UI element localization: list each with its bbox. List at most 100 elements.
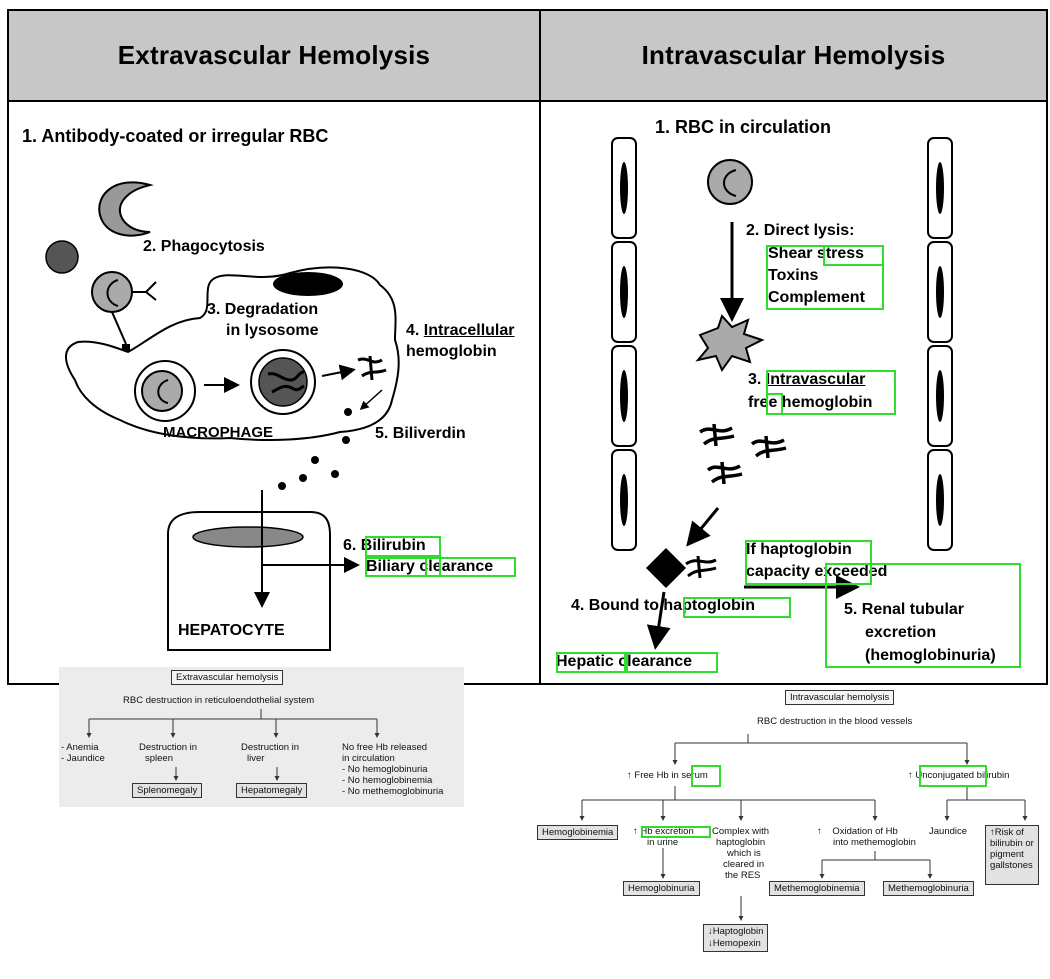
intra-flow-complex-3: which is (727, 848, 761, 859)
intra-flow-hapto-hemopexin: ↓Haptoglobin ↓Hemopexin (703, 924, 769, 952)
dark-particle-icon (45, 240, 79, 274)
extra-step5: 5. Biliverdin (375, 425, 466, 442)
intra-flow-risk-1: ↑Risk of (990, 827, 1024, 838)
intra-flow-oxidation-1: ↑ Oxidation of Hb (817, 826, 898, 837)
intra-flow-complex-5: the RES (725, 870, 761, 881)
extra-step3-line2: in lysosome (226, 322, 319, 339)
extra-flow-spleen-line1: Destruction in (139, 742, 198, 753)
intra-flow-methemoglobinemia: Methemoglobinemia (769, 881, 865, 896)
intra-flow-lines (579, 734, 1028, 921)
extra-step6-line1: 6. Bilirubin (343, 537, 426, 554)
intra-step1: 1. RBC in circulation (655, 117, 832, 137)
hepatocyte-label: HEPATOCYTE (178, 622, 285, 639)
extra-step6-line2: Biliary clearance (366, 558, 494, 575)
macrophage-label: MACROPHAGE (163, 424, 274, 441)
hemoglobin-icon (357, 355, 387, 381)
extravascular-flowchart: Extravascular hemolysis RBC destruction … (59, 667, 464, 807)
extra-flow-no-hemoglobinemia: - No hemoglobinemia (342, 775, 433, 786)
vessel-wall-left (611, 137, 637, 551)
extra-flow-liver-line2: liver (247, 753, 265, 764)
intra-step3-line1: 3. Intravascular (748, 371, 865, 389)
free-hemoglobin-icons (699, 423, 787, 485)
intra-flow-root: RBC destruction in the blood vessels (757, 716, 913, 727)
intra-flow-haptoglobin-text: Haptoglobin (712, 926, 764, 937)
irregular-rbc-icon (98, 181, 154, 237)
intra-flow-hemopexin: ↓Hemopexin (708, 938, 761, 949)
extra-step2: 2. Phagocytosis (143, 238, 265, 255)
antibody-coated-rbc-icon (91, 271, 133, 313)
intra-flow-complex-2: haptoglobin (716, 837, 766, 848)
intra-flow-in-urine: in urine (647, 837, 679, 848)
extra-step4-line1: 4. Intracellular (406, 322, 515, 340)
extra-flow-no-hemoglobinuria: - No hemoglobinuria (342, 764, 428, 775)
intra-flow-complex-4: cleared in (723, 859, 765, 870)
extra-flow-jaundice: - Jaundice (61, 753, 105, 764)
intra-flow-methemoglobinuria: Methemoglobinuria (883, 881, 974, 896)
intravascular-title: Intravascular Hemolysis (641, 40, 946, 70)
intra-flow-hb-excretion-text: Hb excretion (640, 826, 694, 837)
extra-step4-word: Intracellular (423, 322, 515, 339)
extra-step1: 1. Antibody-coated or irregular RBC (22, 126, 329, 146)
intra-step2-item-complement: Complement (768, 289, 865, 306)
intra-flow-risk-4: gallstones (990, 860, 1033, 871)
intra-flow-free-hb: ↑ Free Hb in serum (627, 770, 708, 781)
extra-flow-title: Extravascular hemolysis (171, 670, 284, 685)
intra-step2-title: 2. Direct lysis: (746, 222, 855, 239)
intra-flow-unconjugated: ↑ Unconjugated bilirubin (908, 770, 1010, 781)
intravascular-flowchart: Intravascular hemolysis RBC destruction … (535, 688, 1045, 978)
diagram-artwork (45, 137, 953, 651)
extra-flow-no-methemoglobinuria: - No methemoglobinuria (342, 786, 444, 797)
intra-step3-word: Intravascular (765, 371, 866, 388)
extra-step4-line2: hemoglobin (406, 343, 497, 360)
intra-step5-line2: excretion (865, 624, 937, 641)
antibody-icon (132, 281, 157, 301)
intra-flow-hemoglobinemia: Hemoglobinemia (537, 825, 619, 840)
extra-step3-line1: 3. Degradation (207, 301, 319, 318)
intra-step2-item-shear: Shear stress (768, 245, 865, 262)
intra-flow-free-hb-text: Free Hb in serum (634, 770, 708, 781)
hepatic-clearance: Hepatic clearance (556, 653, 693, 670)
extra-flow-anemia: - Anemia (61, 742, 99, 753)
extravascular-title: Extravascular Hemolysis (117, 40, 431, 70)
intra-flow-jaundice: Jaundice (929, 826, 968, 837)
hepatocyte-outline (167, 511, 331, 651)
intra-flow-risk-3: pigment (990, 849, 1024, 860)
nucleus-icon (273, 272, 343, 296)
biliverdin-dots (278, 408, 352, 490)
intravascular-header: Intravascular Hemolysis (541, 11, 1046, 102)
intra-step4: 4. Bound to haptoglobin (571, 597, 755, 614)
extra-flow-liver-line1: Destruction in (241, 742, 300, 753)
bile-duct-icon (192, 526, 304, 548)
intra-flow-risk-1-text: Risk of (994, 827, 1024, 838)
if-haptoglobin: If haptoglobin (746, 541, 852, 558)
haptoglobin-icon (646, 548, 686, 588)
circulating-rbc-icon (707, 159, 753, 205)
intra-flow-title: Intravascular hemolysis (785, 690, 895, 705)
bound-hemoglobin-icon (685, 555, 717, 579)
intra-flow-unconjugated-text: Unconjugated bilirubin (915, 770, 1010, 781)
intra-step5-line3: (hemoglobinuria) (865, 647, 996, 664)
intra-step5-line1: 5. Renal tubular (844, 601, 965, 618)
intra-flow-hemoglobinuria: Hemoglobinuria (623, 881, 700, 896)
capacity-exceeded: capacity exceeded (746, 563, 888, 580)
lysed-rbc-icon (695, 314, 765, 373)
intra-flow-complex-1: Complex with (712, 826, 770, 837)
extra-step4-number: 4. (406, 322, 424, 339)
extra-flow-lines (86, 709, 380, 781)
intra-flow-haptoglobin: ↓Haptoglobin (708, 926, 764, 937)
intra-flow-hemopexin-text: Hemopexin (712, 938, 761, 949)
extra-flow-no-free-hb: No free Hb released (342, 742, 428, 753)
intra-step3-number: 3. (748, 371, 766, 388)
extravascular-header: Extravascular Hemolysis (9, 11, 539, 102)
intra-step3-line2: free hemoglobin (748, 394, 873, 411)
extra-flow-splenomegaly: Splenomegaly (132, 783, 203, 798)
intra-step2-item-toxins: Toxins (768, 267, 819, 284)
extra-flow-root: RBC destruction in reticuloendothelial s… (123, 695, 315, 706)
intra-flow-risk: ↑Risk of bilirubin or pigment gallstones (985, 825, 1039, 885)
extra-flow-in-circulation: in circulation (342, 753, 395, 764)
intra-flow-oxidation-text: Oxidation of Hb (832, 826, 898, 837)
intra-flow-hb-excretion: ↑ Hb excretion (633, 826, 694, 837)
extra-flow-hepatomegaly: Hepatomegaly (236, 783, 308, 798)
intra-flow-oxidation-2: into methemoglobin (833, 837, 916, 848)
